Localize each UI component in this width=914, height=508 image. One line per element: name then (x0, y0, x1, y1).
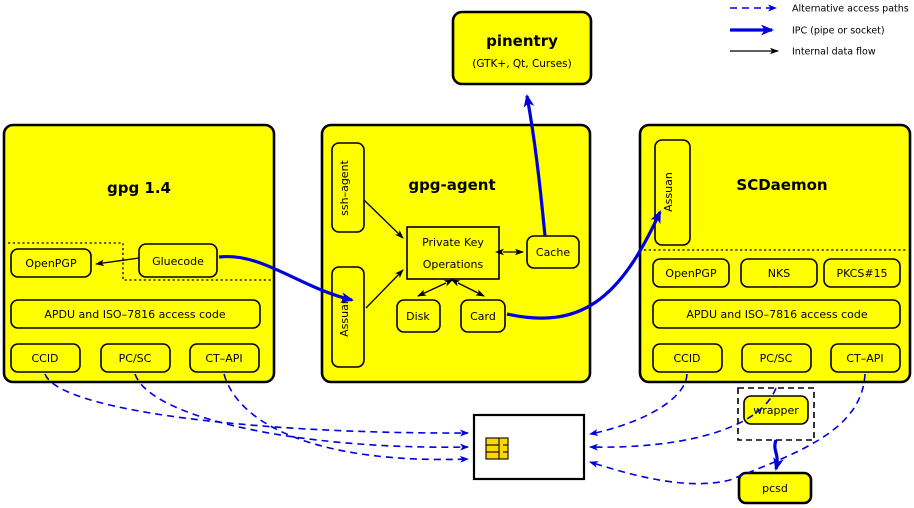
gpgagent-disk-box[interactable] (396, 299, 441, 333)
alt-scdaemon-pcsc-wrapper-to-card (589, 387, 777, 451)
gpgagent-disk-label: Disk (406, 310, 430, 323)
node-pinentry[interactable]: pinentry (GTK+, Qt, Curses) (451, 10, 593, 86)
gpg14-apdu-box[interactable] (10, 299, 261, 329)
node-scdaemon[interactable]: SCDaemon Assuan OpenPGP NKS PKCS#15 APDU… (638, 123, 912, 384)
gpgagent-assuan-box[interactable] (331, 266, 365, 368)
gpg14-apdu-label: APDU and ISO–7816 access code (44, 308, 226, 321)
gpg14-openpgp-box[interactable] (10, 248, 92, 278)
node-smartcard[interactable] (472, 413, 586, 481)
gpgagent-ssh-agent-box[interactable] (331, 142, 365, 233)
gpg14-ccid-label: CCID (31, 352, 58, 365)
alt-gpg14-pcsc-to-card (134, 373, 469, 451)
alt-gpg14-ctapi-to-card (223, 373, 469, 463)
gpg14-pcsc-label: PC/SC (119, 352, 152, 365)
alt-scdaemon-ctapi-to-card (589, 373, 866, 485)
wrapper-box[interactable] (743, 395, 809, 425)
gpgagent-card-box[interactable] (460, 299, 506, 333)
flow-pko-disk (417, 279, 454, 297)
alt-scdaemon-ccid-to-card (589, 373, 688, 436)
legend-item-alternative-access-paths: Alternative access paths (730, 4, 909, 15)
node-pcsd[interactable]: pcsd (737, 471, 813, 505)
ipc-gpgagent-card-to-scdaemon (506, 210, 662, 320)
flow-pko-card (450, 279, 485, 297)
gpgagent-card-label: Card (470, 310, 496, 323)
scdaemon-ccid-box[interactable] (652, 343, 723, 373)
scdaemon-openpgp-label: OpenPGP (665, 267, 717, 280)
pcsd-label: pcsd (762, 482, 788, 495)
alt-gpg14-ccid-to-card (44, 373, 469, 437)
scdaemon-ctapi-label: CT–API (846, 352, 883, 365)
gpg14-ctapi-box[interactable] (189, 343, 260, 373)
legend-item-ipc: IPC (pipe or socket) (730, 24, 885, 37)
legend-label-internal-data-flow: Internal data flow (792, 47, 876, 58)
ipc-gpg14-to-gpgagent (218, 254, 354, 303)
node-gpg-1-4[interactable]: gpg 1.4 OpenPGP Gluecode APDU and ISO–78… (2, 123, 276, 384)
pko-label-line2: Operations (423, 258, 484, 271)
node-wrapper[interactable]: wrapper (737, 387, 815, 441)
pko-label-line1: Private Key (422, 236, 484, 249)
scdaemon-ctapi-box[interactable] (830, 343, 901, 373)
pcsd-box[interactable] (737, 471, 813, 505)
gpgagent-ssh-agent-label: ssh–agent (338, 159, 351, 215)
gpgagent-private-key-operations-box[interactable] (406, 226, 500, 280)
gpg14-ccid-box[interactable] (10, 343, 81, 373)
scdaemon-openpgp-box[interactable] (652, 258, 730, 288)
scdaemon-apdu-box[interactable] (652, 299, 901, 329)
scdaemon-pkcs15-box[interactable] (823, 258, 901, 288)
gpg14-title: gpg 1.4 (107, 179, 171, 197)
ipc-gpgagent-to-pinentry (523, 94, 547, 237)
gpg14-ctapi-label: CT–API (205, 352, 242, 365)
scdaemon-assuan-box[interactable] (654, 139, 691, 246)
flow-assuan-to-pko (365, 269, 404, 309)
gpg14-pcsc-box[interactable] (100, 343, 171, 373)
wrapper-label: wrapper (753, 404, 799, 417)
gpgagent-assuan-label: Assuan (338, 297, 351, 337)
pinentry-subtitle: (GTK+, Qt, Curses) (472, 58, 572, 70)
legend-item-internal-data-flow: Internal data flow (730, 47, 876, 58)
gpgagent-cache-label: Cache (536, 246, 570, 259)
flow-gluecode-to-openpgp (95, 257, 140, 267)
scdaemon-ccid-label: CCID (673, 352, 700, 365)
legend-label-ipc: IPC (pipe or socket) (792, 26, 885, 37)
scdaemon-nks-label: NKS (768, 267, 790, 280)
smartcard-chip-icon (485, 437, 509, 460)
gpg14-gluecode-box[interactable] (138, 243, 218, 278)
scdaemon-pcsc-box[interactable] (741, 343, 812, 373)
pinentry-box[interactable] (451, 10, 593, 86)
scdaemon-pkcs15-label: PKCS#15 (836, 267, 887, 280)
gpg14-gluecode-label: Gluecode (152, 255, 204, 268)
scdaemon-assuan-label: Assuan (662, 172, 675, 212)
ipc-wrapper-to-pcsd (773, 439, 784, 471)
gpgagent-cache-box[interactable] (526, 235, 580, 269)
gpgagent-title: gpg-agent (408, 176, 495, 194)
scdaemon-title: SCDaemon (736, 176, 827, 194)
legend: Alternative access paths IPC (pipe or so… (730, 4, 909, 58)
scdaemon-nks-box[interactable] (740, 258, 818, 288)
scdaemon-pcsc-label: PC/SC (760, 352, 793, 365)
pinentry-title: pinentry (486, 32, 558, 50)
flow-ssh-agent-to-pko (363, 199, 404, 239)
gpg14-card-support-region (8, 242, 274, 281)
scdaemon-apdu-label: APDU and ISO–7816 access code (686, 308, 868, 321)
gpg14-openpgp-label: OpenPGP (25, 257, 77, 270)
node-gpg-agent[interactable]: gpg-agent ssh–agent Assuan Private Key O… (320, 123, 592, 384)
legend-label-alternative-access-paths: Alternative access paths (792, 4, 909, 15)
